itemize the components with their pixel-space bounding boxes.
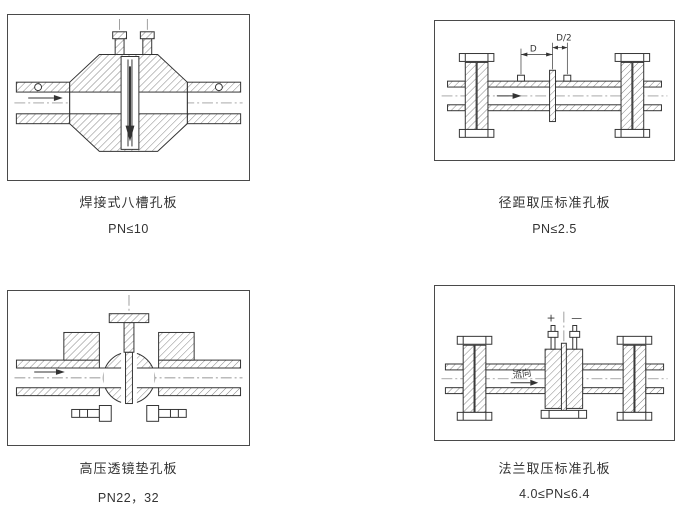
lens-gasket-assembly: [99, 348, 159, 408]
right-pipe-stub: [643, 80, 662, 112]
right-pipe-stub: [645, 363, 665, 395]
figure-rating-radius-tap: PN≤2.5: [532, 222, 577, 236]
stem-tee-fitting: [108, 313, 150, 353]
flange-tap-orifice-drawing: + — 流向: [441, 312, 668, 421]
welded-body: [69, 54, 188, 152]
welded-eight-slot-orifice-drawing: [14, 18, 243, 152]
top-fitting-right: [139, 18, 155, 56]
upstream-tap-tube: [547, 324, 559, 350]
flow-arrow: [496, 92, 522, 99]
figure-rating-flange-tap: 4.0≤PN≤6.4: [519, 487, 590, 501]
clamp-bolt-right: [146, 405, 187, 422]
tap-label-plus: +: [546, 312, 555, 325]
flow-direction-label: 流向: [512, 367, 532, 381]
upstream-pressure-tap: [517, 74, 525, 82]
dim-label-d: D: [530, 45, 537, 55]
flow-arrow: [34, 368, 65, 375]
lens-gasket-orifice-drawing: [14, 294, 243, 422]
pipe-walls: [15, 81, 242, 125]
right-flange-pair: [616, 335, 653, 421]
top-fitting-left: [112, 18, 128, 56]
clamp-blocks: [63, 331, 195, 361]
flow-arrow: [28, 95, 63, 101]
figure-box-welded-eight-slot: [7, 14, 250, 181]
pipe-walls: [15, 359, 242, 397]
clamp-bolt-left: [71, 405, 112, 422]
figure-caption-flange-tap: 法兰取压标准孔板: [498, 461, 611, 476]
figure-rating-lens-gasket: PN22，32: [97, 491, 160, 505]
tap-label-minus: —: [571, 312, 582, 325]
weld-point-right: [214, 83, 223, 92]
weld-point-left: [34, 83, 43, 92]
figure-box-flange-tap: + — 流向: [434, 285, 675, 441]
radius-tap-orifice-drawing: D D/2: [441, 34, 668, 138]
orifice-plate: [549, 69, 556, 123]
flow-arrow: [510, 379, 539, 386]
figure-caption-welded-eight-slot: 焊接式八槽孔板: [79, 195, 178, 210]
dimension-lines: [520, 42, 568, 75]
left-flange-pair: [456, 335, 493, 421]
right-flange-pair: [614, 53, 651, 138]
downstream-pressure-tap: [563, 74, 572, 82]
figure-caption-lens-gasket: 高压透镜垫孔板: [79, 461, 178, 476]
center-orifice-flange-pair: [540, 342, 588, 419]
plate-insert-arrow: [125, 66, 135, 142]
figure-caption-radius-tap: 径距取压标准孔板: [498, 195, 611, 210]
figure-rating-welded-eight-slot: PN≤10: [108, 222, 149, 236]
downstream-tap-tube: [569, 324, 581, 350]
figure-box-lens-gasket: [7, 290, 250, 446]
dim-label-d-half: D/2: [556, 34, 571, 44]
figure-box-radius-tap: D D/2: [434, 20, 675, 161]
left-flange-pair: [458, 53, 495, 138]
